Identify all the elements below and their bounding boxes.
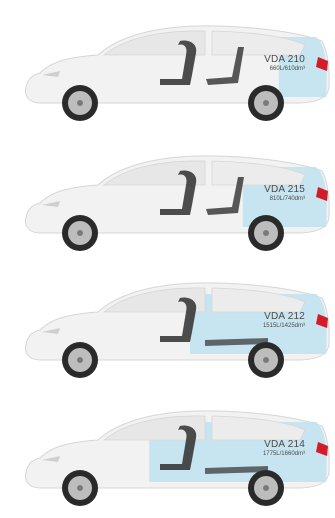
wheel-hub bbox=[77, 100, 83, 106]
wheel-hub bbox=[263, 485, 269, 491]
vda-code: VDA 210 bbox=[264, 55, 305, 65]
wheel-hub bbox=[263, 357, 269, 363]
volume-value: 660L/610dm³ bbox=[264, 66, 305, 72]
vda-code: VDA 215 bbox=[264, 185, 305, 195]
wheel-hub bbox=[77, 230, 83, 236]
wheel-hub bbox=[263, 230, 269, 236]
wheel-hub bbox=[263, 100, 269, 106]
vda-code: VDA 214 bbox=[263, 440, 305, 450]
volume-value: 1515L/1425dm³ bbox=[263, 323, 305, 329]
vda-code: VDA 212 bbox=[263, 312, 305, 322]
volume-value: 810L/740dm³ bbox=[264, 196, 305, 202]
wheel-hub bbox=[77, 357, 83, 363]
wheel-hub bbox=[77, 485, 83, 491]
volume-value: 1775L/1660dm³ bbox=[263, 451, 305, 457]
